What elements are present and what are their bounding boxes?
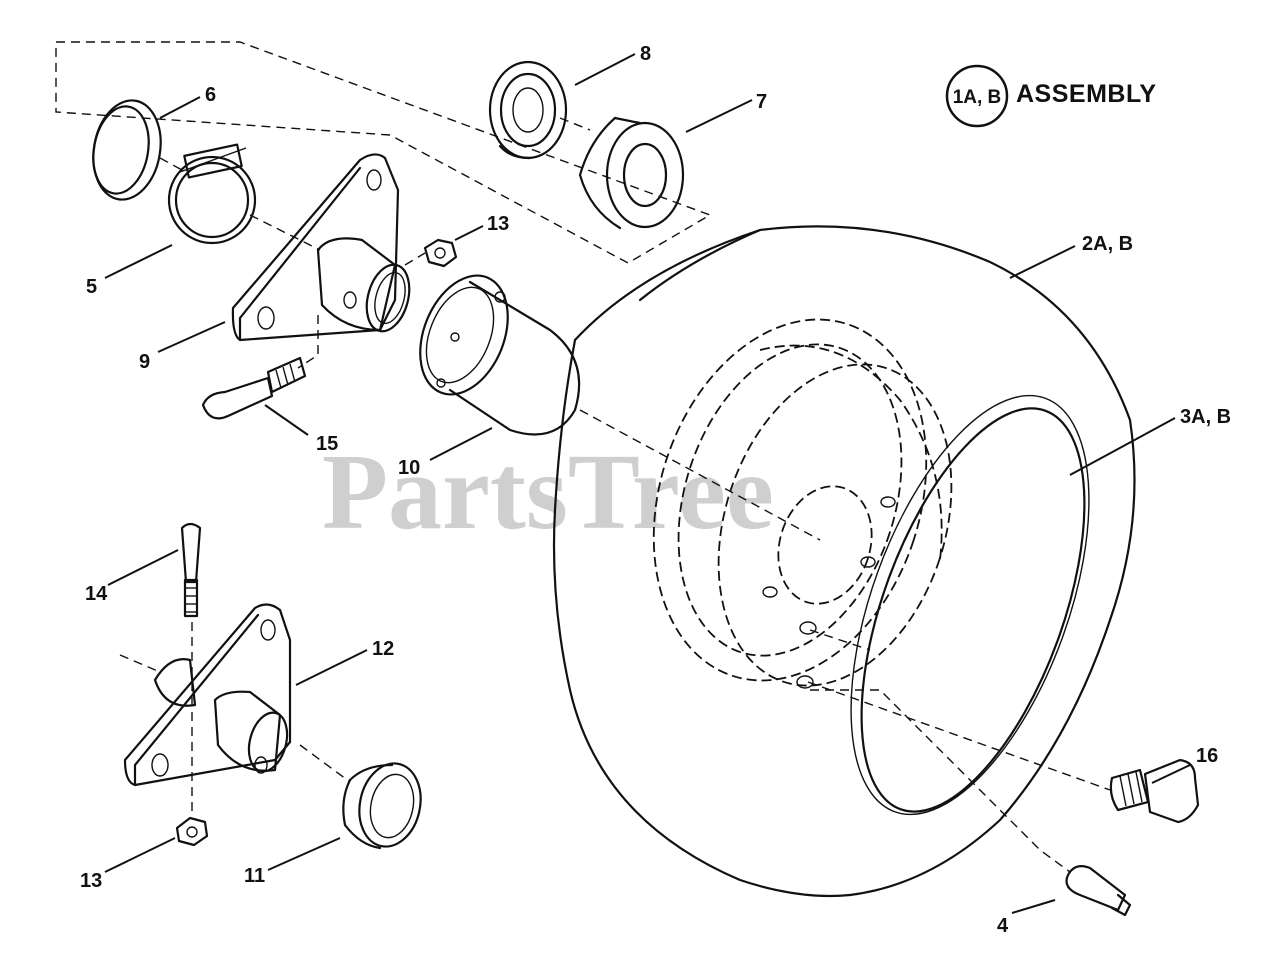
callout-13-bottom: 13 (80, 870, 102, 892)
bolt-15 (201, 356, 307, 420)
callout-13-top: 13 (487, 213, 509, 235)
bearing-8 (488, 60, 568, 160)
callout-7: 7 (756, 91, 767, 113)
watermark: PartsTree (322, 433, 774, 552)
callout-3: 3A, B (1180, 406, 1231, 428)
spacer-7 (578, 116, 685, 230)
callout-8: 8 (640, 43, 651, 65)
assembly-header: 1A, B ASSEMBLY (945, 64, 1157, 128)
bolt-16 (1109, 758, 1200, 824)
nut-13-top (423, 238, 458, 268)
assembly-group-outline (55, 41, 712, 264)
assembly-circle-text: 1A, B (953, 87, 1002, 108)
callout-4: 4 (997, 915, 1009, 937)
bracket-9 (231, 153, 411, 342)
nut-13-bottom (175, 816, 209, 847)
spacer-11 (342, 762, 422, 850)
callout-10: 10 (398, 457, 420, 479)
callout-9: 9 (139, 351, 150, 373)
callout-16: 16 (1196, 745, 1218, 767)
callout-11: 11 (244, 865, 265, 887)
callout-14: 14 (85, 583, 108, 605)
callout-2: 2A, B (1082, 233, 1133, 255)
bracket-12 (123, 603, 292, 787)
tire (552, 225, 1136, 898)
ring-6 (92, 99, 162, 201)
callout-15: 15 (316, 433, 338, 455)
callout-5: 5 (86, 276, 97, 298)
assembly-circle (945, 64, 1009, 128)
valve-stem-4 (1065, 865, 1132, 917)
hub-10 (419, 274, 581, 436)
wheel-rim-hidden (652, 318, 953, 689)
alignment-lines (119, 117, 1111, 873)
assembly-label: ASSEMBLY (1016, 80, 1157, 108)
leader-lines (104, 53, 1191, 914)
callout-6: 6 (205, 84, 216, 106)
callout-12: 12 (372, 638, 394, 660)
callouts: 2A, B 3A, B 4 5 6 7 8 9 10 11 12 13 13 1… (80, 43, 1231, 937)
bolt-14 (180, 522, 202, 618)
hose-clamp-5 (167, 143, 257, 245)
